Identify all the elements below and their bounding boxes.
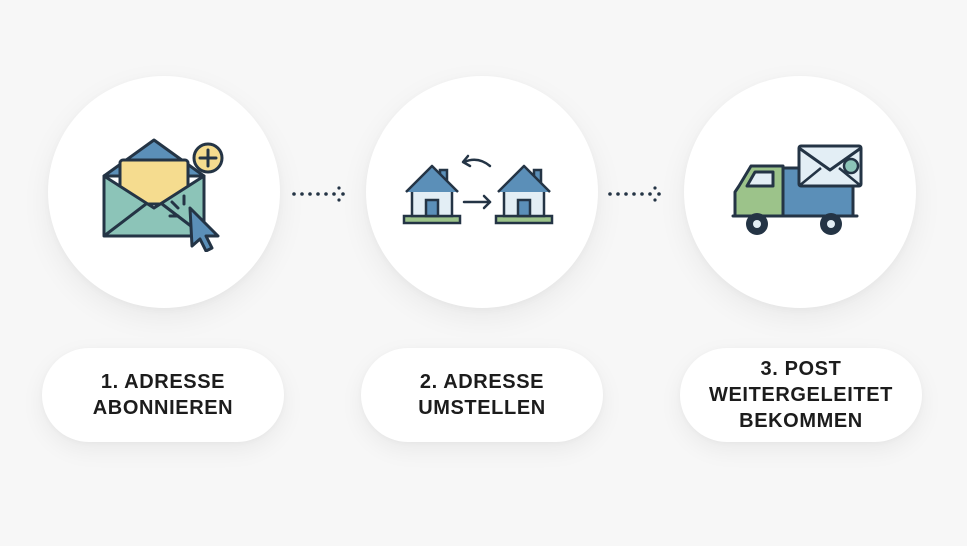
envelope-cursor-plus-icon [102, 138, 224, 252]
dotted-arrow-icon [292, 186, 345, 202]
house-move-icon [402, 154, 554, 225]
dotted-arrow-icon [608, 186, 661, 202]
step-3-circle [684, 76, 916, 308]
step-1-label: 1. ADRESSE ABONNIEREN [92, 371, 234, 419]
step-1-label-pill: 1. ADRESSE ABONNIEREN [42, 348, 284, 442]
step-1-circle [48, 76, 280, 308]
delivery-truck-mail-icon [731, 144, 863, 235]
step-2-label-pill: 2. ADRESSE UMSTELLEN [361, 348, 603, 442]
step-3-label-pill: 3. POST WEITERGELEITET BEKOMMEN [680, 348, 922, 442]
step-2-label: 2. ADRESSE UMSTELLEN [418, 371, 546, 419]
step-2-circle [366, 76, 598, 308]
step-3-label: 3. POST WEITERGELEITET BEKOMMEN [709, 358, 893, 432]
